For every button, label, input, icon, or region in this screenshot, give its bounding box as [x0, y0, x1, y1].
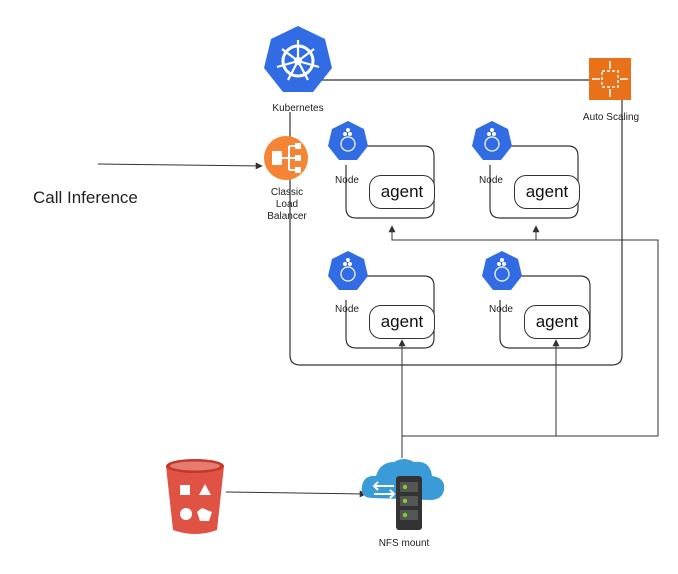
- call-inference-arrow: [97, 162, 263, 170]
- auto-scaling-icon: [589, 58, 631, 100]
- node-container-2: [489, 145, 579, 219]
- nfs-link-top: [388, 225, 659, 437]
- node-icon: [472, 121, 512, 160]
- call-inference-label: Call Inference: [33, 188, 138, 207]
- node-container-3: [345, 275, 435, 349]
- nfs-icon: [361, 459, 445, 530]
- node-icon: [482, 251, 522, 290]
- node-label: Node: [479, 175, 503, 186]
- agent-box: agent: [369, 175, 435, 209]
- load-balancer-label-line-3: Balancer: [267, 211, 307, 222]
- node-label: Node: [489, 304, 513, 315]
- s3-to-nfs-arrow: [225, 490, 367, 498]
- nfs-link-bottom-right: [402, 339, 560, 437]
- s3-bucket-icon: [166, 459, 224, 534]
- node-container-1: [345, 145, 435, 219]
- node-icon: [328, 121, 368, 160]
- node-container-4: [499, 275, 591, 349]
- load-balancer-label-line-2: Load: [275, 199, 299, 210]
- agent-box: agent: [369, 305, 435, 339]
- kubernetes-icon: [264, 26, 332, 92]
- agent-box: agent: [514, 175, 580, 209]
- load-balancer-icon: [264, 136, 308, 180]
- node-label: Node: [335, 175, 359, 186]
- nfs-mount-label: NFS mount: [378, 538, 430, 549]
- kubernetes-label: Kubernetes: [272, 103, 324, 114]
- node-icon: [328, 251, 368, 290]
- agent-box: agent: [524, 305, 590, 339]
- auto-scaling-label: Auto Scaling: [582, 112, 640, 123]
- load-balancer-label-line-1: Classic: [270, 187, 304, 198]
- node-label: Node: [335, 304, 359, 315]
